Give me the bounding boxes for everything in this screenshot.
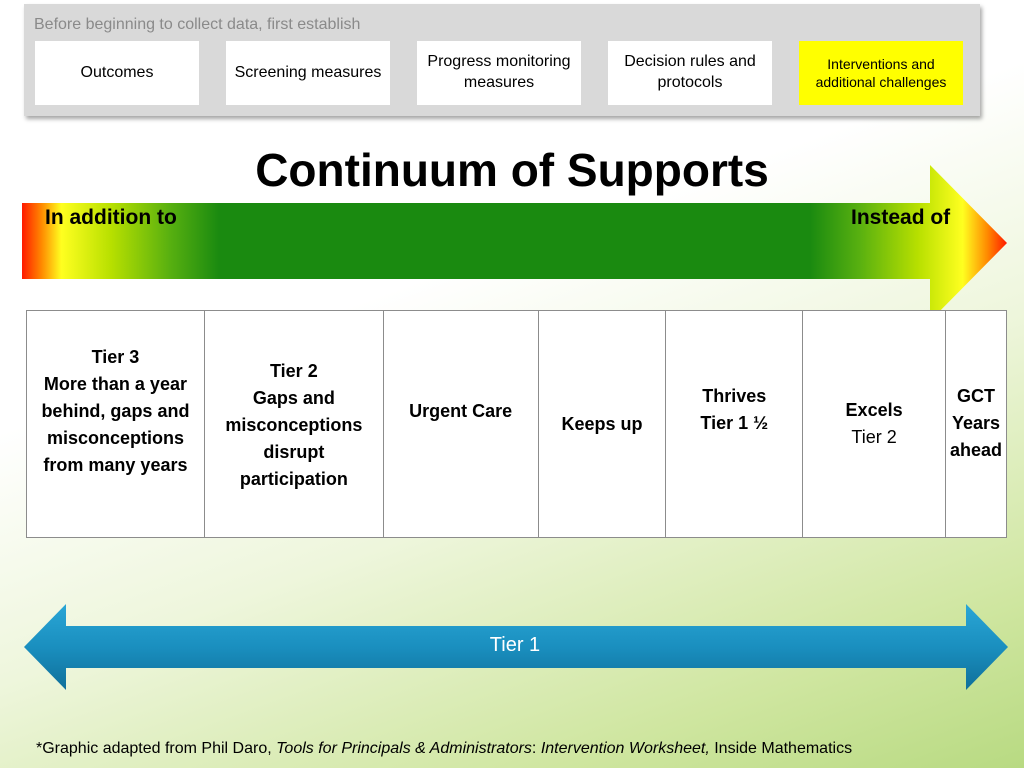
footnote-worksheet-title: Intervention Worksheet, <box>540 740 710 757</box>
footnote-separator: : <box>531 740 541 757</box>
prerequisites-banner: Before beginning to collect data, first … <box>24 4 980 116</box>
tiers-table: Tier 3 More than a year behind, gaps and… <box>26 310 1008 538</box>
continuum-arrow <box>22 165 1007 321</box>
banner-item-screening-measures: Screening measures <box>226 41 390 105</box>
tier1-double-arrow <box>24 604 1008 690</box>
gct-description: Years ahead <box>949 413 1003 460</box>
banner-title: Before beginning to collect data, first … <box>34 16 361 33</box>
gct-cell: GCT Years ahead <box>944 310 1008 538</box>
footnote-source: Inside Mathematics <box>709 740 853 757</box>
tier1-label: Tier 1 <box>489 634 541 656</box>
banner-item-interventions: Interventions and additional challenges <box>799 41 963 105</box>
in-addition-to-label: In addition to <box>45 206 177 229</box>
tier2-description: Gaps and misconceptions disrupt particip… <box>225 388 363 489</box>
footnote-book-title: Tools for Principals & Administrators <box>276 740 532 757</box>
excels-label: Excels <box>845 400 903 420</box>
tier3-heading: Tier 3 <box>91 347 140 367</box>
page-title: Continuum of Supports <box>255 144 769 196</box>
thrives-tier-label: Tier 1 ½ <box>700 413 769 433</box>
excels-tier-label: Tier 2 <box>851 427 897 447</box>
tier2-cell: Tier 2 Gaps and misconceptions disrupt p… <box>203 310 384 538</box>
instead-of-label: Instead of <box>851 206 951 229</box>
thrives-label: Thrives <box>702 386 767 406</box>
tier2-heading: Tier 2 <box>270 361 318 381</box>
keeps-up-label: Keeps up <box>561 413 643 434</box>
gct-label: GCT <box>956 386 995 406</box>
table-row: Tier 3 More than a year behind, gaps and… <box>26 310 1008 538</box>
keeps-up-cell: Keeps up <box>537 310 667 538</box>
tier3-cell: Tier 3 More than a year behind, gaps and… <box>26 310 205 538</box>
excels-cell: Excels Tier 2 <box>802 310 946 538</box>
tier3-description: More than a year behind, gaps and miscon… <box>41 374 190 475</box>
banner-item-progress-monitoring: Progress monitoring measures <box>417 41 581 105</box>
banner-item-decision-rules: Decision rules and protocols <box>608 41 772 105</box>
footnote-prefix: *Graphic adapted from Phil Daro, <box>36 740 277 757</box>
urgent-care-cell: Urgent Care <box>382 310 539 538</box>
urgent-care-label: Urgent Care <box>409 401 513 421</box>
thrives-cell: Thrives Tier 1 ½ <box>665 310 804 538</box>
banner-item-outcomes: Outcomes <box>35 41 199 105</box>
citation-footnote: *Graphic adapted from Phil Daro, Tools f… <box>36 740 852 758</box>
